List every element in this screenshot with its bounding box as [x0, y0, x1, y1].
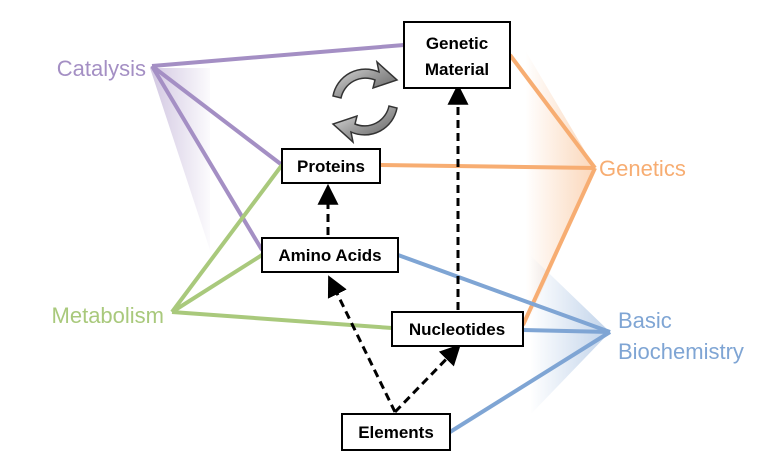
genetics-label: Genetics: [599, 156, 686, 181]
biochemistry-lines: [397, 253, 612, 434]
metabolism-to-amino-acids-line: [170, 253, 264, 314]
basic-biochemistry-label-line2: Biochemistry: [618, 339, 744, 364]
basic-biochemistry-label-line1: Basic: [618, 308, 672, 333]
cycle-arrows-icon: [331, 59, 399, 145]
biochemistry-to-amino-acids-line: [397, 253, 611, 334]
nucleotides-box: Nucleotides: [391, 311, 524, 347]
elements-box: Elements: [341, 413, 451, 451]
catalysis-to-proteins-line: [150, 64, 284, 167]
biochemistry-shading: [530, 255, 610, 415]
genetics-to-proteins-line: [379, 163, 596, 170]
catalysis-label: Catalysis: [57, 56, 146, 81]
genetic-material-box: Genetic Material: [403, 21, 511, 89]
genetic-material-label-line2: Material: [425, 60, 489, 79]
genetics-to-nucleotides-line: [521, 167, 597, 326]
metabolism-label: Metabolism: [52, 303, 164, 328]
biochemistry-to-elements-line: [448, 330, 612, 434]
elements-to-nucleotides-arrow: [393, 343, 461, 414]
metabolism-to-proteins-line: [170, 163, 284, 314]
genetics-to-genetic-material-line: [508, 53, 597, 170]
dashed-arrows: [317, 83, 469, 414]
biochemistry-to-nucleotides-line: [522, 328, 611, 334]
amino-acids-label: Amino Acids: [278, 246, 381, 265]
metabolism-lines: [170, 163, 393, 330]
genetics-shading: [525, 50, 595, 330]
metabolism-to-nucleotides-line: [171, 310, 393, 330]
catalysis-shading: [150, 68, 210, 250]
proteins-label: Proteins: [297, 157, 365, 176]
genetic-material-label-line1: Genetic: [426, 34, 488, 53]
elements-label: Elements: [358, 423, 434, 442]
elements-to-amino-acids-arrow: [327, 275, 397, 413]
catalysis-to-genetic-material-line: [151, 43, 405, 68]
amino-acids-box: Amino Acids: [261, 237, 399, 273]
genetics-lines: [379, 53, 597, 326]
nucleotides-label: Nucleotides: [409, 320, 505, 339]
proteins-box: Proteins: [281, 148, 381, 184]
